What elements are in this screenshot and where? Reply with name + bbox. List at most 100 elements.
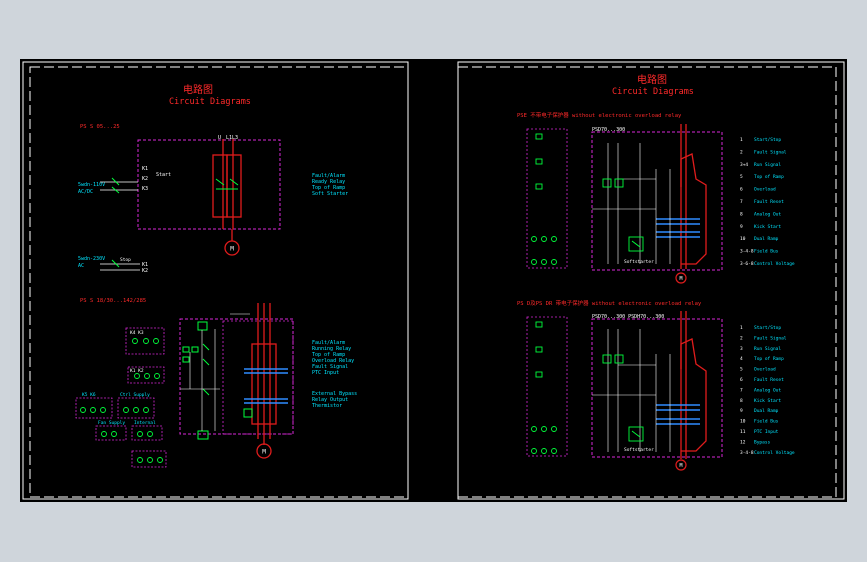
legend-b-item-code: 3-4-8 xyxy=(740,450,754,456)
block-label-k5k6: K5 K6 xyxy=(82,392,96,398)
sheet-1-motor-b xyxy=(256,443,272,459)
legend-b-item-code: 4 xyxy=(740,356,743,362)
sheet-1-note-b-4: Overload Relay xyxy=(312,358,354,364)
sheet-1-ctrl-b: 5wdn-230V AC Stop K1 K2 xyxy=(78,256,148,274)
legend-a-item-code: 3-4-8 xyxy=(740,249,754,255)
sheet-2-model-b: PSD70...300 PSDH70...300 xyxy=(592,314,664,320)
sheet-1-note-b-6: PTC Input xyxy=(312,370,339,376)
legend-b-item-code: 6 xyxy=(740,377,743,383)
legend-b-item-text: Start/Stop xyxy=(754,325,781,331)
legend-b-item-code: 11 xyxy=(740,429,746,435)
legend-b-item-code: 1 xyxy=(740,325,743,331)
legend-a-item-text: Run Signal xyxy=(754,162,781,168)
sheet-1-power-lines-b xyxy=(251,303,277,445)
sheet-1-ctrl-a-line1: 5wdn-110V xyxy=(78,182,105,188)
legend-b-item-text: Bypass xyxy=(754,439,771,445)
legend-b-item-text: Dual Ramp xyxy=(754,408,779,414)
sheet-2-frame-inner xyxy=(457,66,837,498)
sheet-2: 电路图 Circuit Diagrams PSE 不带电子保护器 without… xyxy=(457,61,845,500)
sheet-1-label-k1: K1 xyxy=(142,166,148,172)
sheet-1-section-b: PS S 18/30...142/285 xyxy=(80,298,146,304)
sheet-1-note-b-8: Relay Output xyxy=(312,397,348,403)
sheet-1-terminal-l3: L3 xyxy=(232,135,238,141)
sheet-1-section-a: PS S 05...25 xyxy=(80,124,120,130)
legend-b-item-text: Overload xyxy=(754,367,776,373)
block-label-k4k3: K4 K3 xyxy=(130,330,144,336)
legend-a-item-code: 3+4 xyxy=(740,162,748,168)
sheet-1-note-b-2: Running Relay xyxy=(312,346,351,352)
cad-drawing: 电路图 Circuit Diagrams PS S 05...25 U L1 L… xyxy=(22,61,845,500)
legend-a-item-code: 6 xyxy=(740,187,743,193)
sheet-1-note-a-4: Soft Starter xyxy=(312,191,348,197)
sheet-2-title-cn: 电路图 xyxy=(637,73,667,86)
legend-a-item-text: Overload xyxy=(754,187,776,193)
sheet-1-left-block-symbols xyxy=(80,338,163,463)
sheet-1-terminal-u: U xyxy=(218,135,221,141)
sheet-1-ctrl-b-line2: AC xyxy=(78,263,84,269)
legend-b-item-code: 3 xyxy=(740,346,743,352)
block-label-ctrl-supply: Ctrl Supply xyxy=(120,392,150,398)
sheet-2-section-a: PSE 不带电子保护器 without electronic overload … xyxy=(517,111,682,119)
legend-b-item-code: 12 xyxy=(740,439,746,445)
legend-b-item-code: 9 xyxy=(740,408,743,414)
legend-a-item-text: Dual Ramp xyxy=(754,236,779,242)
legend-a-item-text: Top of Ramp xyxy=(754,174,784,180)
sheet-1-title-en: Circuit Diagrams xyxy=(169,97,251,107)
sheet-1-motor-b-label: M xyxy=(262,449,266,456)
legend-b-item-text: Fault Signal xyxy=(754,335,787,341)
legend-a-item-text: Fault Signal xyxy=(754,149,787,155)
legend-b-item-text: Kick Start xyxy=(754,398,781,404)
sheet-2-model-a: PSD70...300 xyxy=(592,127,625,133)
sheet-2-motor-b-label: M xyxy=(679,463,682,469)
sheet-2-title-en: Circuit Diagrams xyxy=(612,87,694,97)
legend-a-item-code: 9 xyxy=(740,224,743,230)
legend-a-item-text: Kick Start xyxy=(754,224,781,230)
sheet-1-coil-start: Start xyxy=(156,172,171,178)
legend-a-item-code: 5 xyxy=(740,174,743,180)
sheet-1-coil-stop: Stop xyxy=(120,257,131,263)
sheet-1-note-a-1: Fault/Alarm xyxy=(312,173,345,179)
legend-a-item-code: 8 xyxy=(740,211,743,217)
sheet-1-left-blocks xyxy=(75,327,167,468)
cad-drawing-canvas[interactable]: 电路图 Circuit Diagrams PS S 05...25 U L1 L… xyxy=(20,59,847,502)
sheet-2-section-b: PS D及PS DR 带电子保护器 without electronic ove… xyxy=(517,299,702,307)
sheet-2-motor-a-label: M xyxy=(679,276,682,282)
sheet-1-ctrl-b-line1: 5wdn-230V xyxy=(78,256,105,262)
sheet-1-note-a-3: Top of Ramp xyxy=(312,185,345,191)
sheet-2-softstarter-a: Softstarter xyxy=(624,259,654,265)
sheet-1-terminal-l1: L1 xyxy=(226,135,232,141)
legend-b-item-text: Field Bus xyxy=(754,419,779,425)
sheet-1-label-k3: K3 xyxy=(142,186,148,192)
sheet-1-notes-b: Fault/Alarm Running Relay Top of Ramp Ov… xyxy=(312,340,357,409)
legend-a-item-text: Field Bus xyxy=(754,249,779,255)
sheet-1-note-b-5: Fault Signal xyxy=(312,364,348,370)
legend-a-item-text: Fault Reset xyxy=(754,199,784,205)
sheet-1-motor-a-label: M xyxy=(230,246,234,253)
sheet-2-motor-a xyxy=(675,272,687,284)
legend-b-item-text: Analog Out xyxy=(754,387,781,393)
sheet-1-note-b-9: Thermistor xyxy=(312,403,342,409)
legend-b-item-text: Top of Ramp xyxy=(754,356,784,362)
sheet-1-ctrl-b-k2: K2 xyxy=(142,268,148,274)
sheet-2-frame-outer xyxy=(457,61,845,500)
legend-a-item-text: Start/Stop xyxy=(754,137,781,143)
legend-a-item-code: 2 xyxy=(740,149,743,155)
sheet-1-power-lines-a xyxy=(212,139,242,241)
sheet-1-note-a-2: Ready Relay xyxy=(312,179,345,185)
sheet-1-ctrl-b-k1: K1 xyxy=(142,262,148,268)
sheet-1: 电路图 Circuit Diagrams PS S 05...25 U L1 L… xyxy=(22,61,409,500)
legend-b-item-code: 8 xyxy=(740,398,743,404)
legend-a-item-code: 7 xyxy=(740,199,743,205)
sheet-1-ctrl-a: 5wdn-110V AC/DC xyxy=(78,177,138,195)
legend-b-item-code: 5 xyxy=(740,367,743,373)
sheet-1-notes-a: Fault/Alarm Ready Relay Top of Ramp Soft… xyxy=(312,173,348,197)
sheet-2-diagram-a: Softstarter M xyxy=(526,124,723,284)
legend-b-item-code: 10 xyxy=(740,419,746,425)
legend-a-item-code: 3-6-8 xyxy=(740,261,754,267)
block-label-internal: Internal xyxy=(134,420,156,426)
sheet-1-left-block-labels: K4 K3 K1 K2 K5 K6 Ctrl Supply Fan Supply… xyxy=(82,330,156,426)
legend-b-item-text: PTC Input xyxy=(754,429,779,435)
legend-a-item-code: 10 xyxy=(740,236,746,242)
